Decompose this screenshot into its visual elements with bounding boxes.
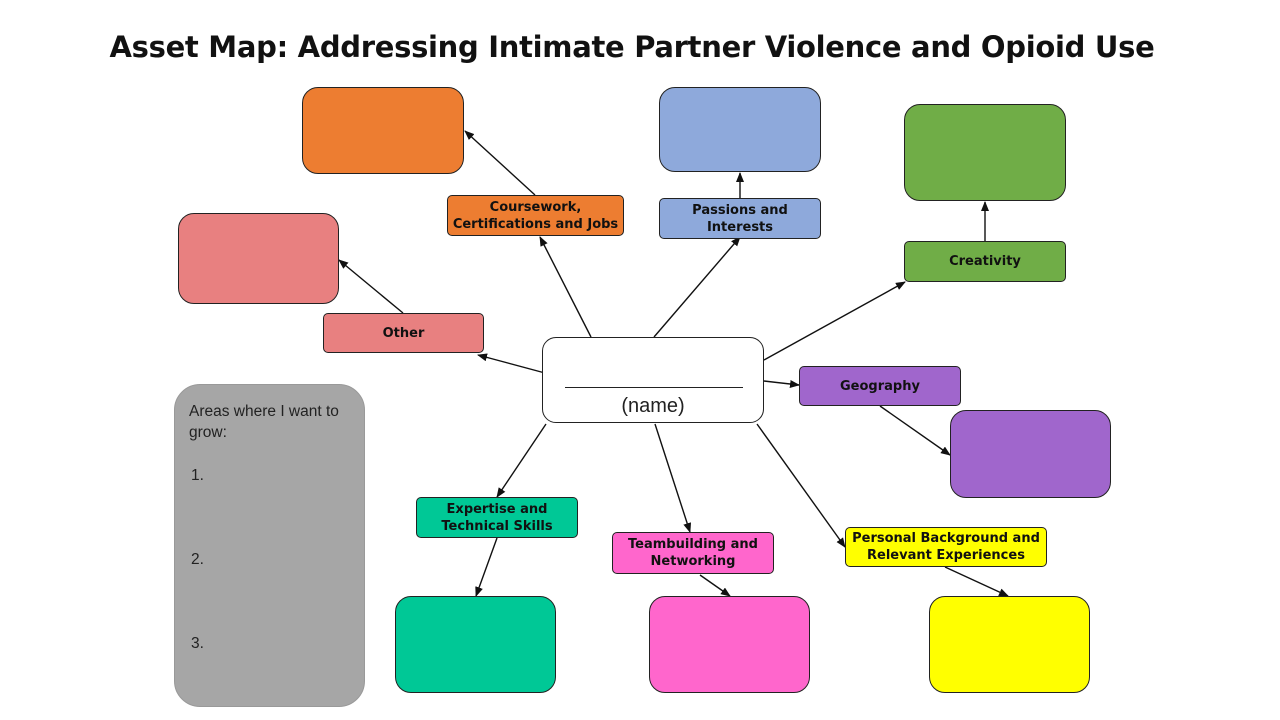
growth-item-2: 2. bbox=[191, 551, 204, 568]
other-answer-box bbox=[178, 213, 339, 304]
arrow-center-to-expertise bbox=[496, 423, 547, 498]
arrow-geography-to-box bbox=[879, 405, 951, 456]
name-blank-line bbox=[565, 387, 743, 388]
other-label-text: Other bbox=[382, 325, 425, 341]
geography-answer-box bbox=[950, 410, 1111, 498]
coursework-label-line2: Certifications and Jobs bbox=[452, 216, 619, 232]
passions-label-line2: Interests bbox=[706, 219, 774, 235]
coursework-answer-box bbox=[302, 87, 464, 174]
creativity-label: Creativity bbox=[904, 241, 1066, 282]
arrow-personal-to-box bbox=[944, 566, 1009, 597]
teambuilding-answer-box bbox=[649, 596, 810, 693]
growth-heading: Areas where I want to grow: bbox=[189, 403, 339, 441]
growth-item-1: 1. bbox=[191, 467, 204, 484]
personal-answer-box bbox=[929, 596, 1090, 693]
arrow-center-to-geography bbox=[763, 380, 800, 388]
geography-label: Geography bbox=[799, 366, 961, 406]
teambuilding-label-line2: Networking bbox=[650, 554, 736, 569]
passions-answer-box bbox=[659, 87, 821, 172]
passions-label-line1: Passions and bbox=[692, 202, 788, 218]
arrow-center-to-passions bbox=[653, 236, 741, 338]
arrow-center-to-personal bbox=[756, 423, 846, 548]
growth-areas-panel: Areas where I want to grow: 1. 2. 3. bbox=[174, 384, 365, 707]
arrow-expertise-to-box bbox=[475, 537, 498, 597]
name-placeholder: (name) bbox=[621, 395, 685, 417]
other-label: Other bbox=[323, 313, 484, 353]
arrow-coursework-to-box bbox=[464, 130, 536, 196]
arrow-center-to-other bbox=[477, 353, 546, 374]
arrow-other-to-box bbox=[338, 259, 404, 314]
diagram-title: Asset Map: Addressing Intimate Partner V… bbox=[109, 30, 1155, 64]
growth-item-3: 3. bbox=[191, 635, 204, 652]
geography-label-text: Geography bbox=[840, 378, 920, 394]
coursework-label-line1: Coursework, bbox=[489, 199, 582, 215]
teambuilding-label-line1: Teambuilding and bbox=[628, 537, 758, 552]
personal-label-line2: Relevant Experiences bbox=[867, 548, 1025, 563]
arrow-center-to-coursework bbox=[539, 236, 592, 338]
coursework-label: Coursework,Certifications and Jobs bbox=[447, 195, 624, 236]
expertise-label-line1: Expertise and bbox=[446, 501, 548, 517]
arrow-center-to-creativity bbox=[763, 281, 906, 361]
arrow-teambuilding-to-box bbox=[699, 574, 731, 597]
expertise-answer-box bbox=[395, 596, 556, 693]
personal-label-line1: Personal Background and bbox=[852, 531, 1040, 546]
arrow-center-to-teambuilding bbox=[654, 423, 692, 533]
center-name-box[interactable]: (name) bbox=[542, 337, 764, 423]
creativity-label-text: Creativity bbox=[949, 254, 1021, 269]
expertise-label-line2: Technical Skills bbox=[441, 518, 553, 534]
creativity-answer-box bbox=[904, 104, 1066, 201]
